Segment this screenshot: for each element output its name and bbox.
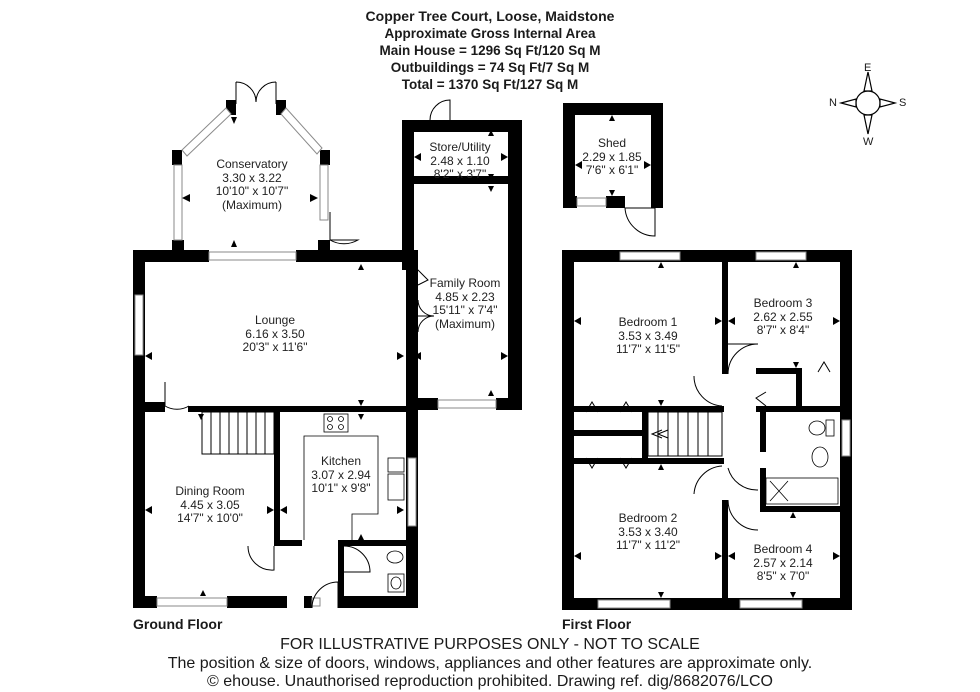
room-imperial: 7'6" x 6'1": [585, 163, 639, 177]
compass-icon: [838, 71, 898, 135]
room-name: Kitchen: [320, 454, 362, 468]
compass-south: S: [899, 97, 907, 109]
first-floor-label: First Floor: [562, 616, 632, 632]
room-name: Store/Utility: [429, 140, 491, 154]
room-label-bedroom-4: Bedroom 4 2.57 x 2.14 8'5" x 7'0": [753, 542, 813, 584]
room-name: Bedroom 1: [618, 315, 678, 329]
room-metric: 4.85 x 2.23: [435, 289, 495, 304]
disclaimer-note: The position & size of doors, windows, a…: [167, 655, 813, 672]
room-label-conservatory: Conservatory 3.30 x 3.22 10'10" x 10'7" …: [215, 157, 289, 212]
room-imperial: 10'1" x 9'8": [311, 481, 371, 495]
room-name: Bedroom 4: [753, 542, 813, 556]
room-note: (Maximum): [222, 197, 282, 212]
room-imperial: 10'10" x 10'7": [215, 184, 289, 198]
room-note: (Maximum): [435, 316, 495, 331]
room-metric: 6.16 x 3.50: [245, 326, 305, 341]
disclaimer-heading: FOR ILLUSTRATIVE PURPOSES ONLY - NOT TO …: [280, 636, 700, 653]
room-name: Family Room: [429, 276, 501, 290]
room-metric: 3.53 x 3.40: [618, 524, 678, 539]
room-label-family-room: Family Room 4.85 x 2.23 15'11" x 7'4" (M…: [429, 276, 501, 331]
room-metric: 3.07 x 2.94: [311, 467, 371, 482]
room-label-shed: Shed 2.29 x 1.85 7'6" x 6'1": [582, 136, 642, 178]
room-imperial: 11'7" x 11'2": [615, 538, 681, 552]
room-imperial: 15'11" x 7'4": [432, 303, 498, 317]
property-title: Copper Tree Court, Loose, Maidstone: [365, 8, 615, 24]
room-metric: 2.29 x 1.85: [582, 149, 642, 164]
main-house-area: Main House = 1296 Sq Ft/120 Sq M: [379, 43, 601, 58]
room-label-dining-room: Dining Room 4.45 x 3.05 14'7" x 10'0": [175, 484, 245, 526]
plan-header: Copper Tree Court, Loose, Maidstone Appr…: [0, 8, 980, 93]
room-label-lounge: Lounge 6.16 x 3.50 20'3" x 11'6": [242, 313, 308, 355]
total-area: Total = 1370 Sq Ft/127 Sq M: [401, 77, 579, 92]
room-metric: 4.45 x 3.05: [180, 497, 240, 512]
room-metric: 3.53 x 3.49: [618, 328, 678, 343]
room-metric: 2.57 x 2.14: [753, 555, 813, 570]
room-imperial: 8'7" x 8'4": [756, 323, 810, 337]
room-label-bedroom-2: Bedroom 2 3.53 x 3.40 11'7" x 11'2": [615, 511, 681, 553]
room-metric: 2.48 x 1.10: [430, 153, 490, 168]
room-label-bedroom-3: Bedroom 3 2.62 x 2.55 8'7" x 8'4": [753, 296, 813, 338]
room-label-kitchen: Kitchen 3.07 x 2.94 10'1" x 9'8": [311, 454, 371, 496]
room-imperial: 20'3" x 11'6": [242, 340, 308, 354]
room-label-store-utility: Store/Utility 2.48 x 1.10 8'2" x 3'7": [429, 140, 491, 182]
room-imperial: 11'7" x 11'5": [615, 342, 681, 356]
room-metric: 3.30 x 3.22: [222, 170, 282, 185]
room-name: Conservatory: [216, 157, 288, 171]
room-name: Shed: [597, 136, 627, 150]
outbuildings-area: Outbuildings = 74 Sq Ft/7 Sq M: [390, 60, 590, 75]
room-name: Bedroom 3: [753, 296, 813, 310]
ground-floor-label: Ground Floor: [133, 616, 223, 632]
room-name: Bedroom 2: [618, 511, 678, 525]
room-name: Lounge: [254, 313, 296, 327]
room-name: Dining Room: [175, 484, 245, 498]
room-imperial: 14'7" x 10'0": [177, 511, 243, 525]
room-imperial: 8'5" x 7'0": [756, 569, 810, 583]
room-label-bedroom-1: Bedroom 1 3.53 x 3.49 11'7" x 11'5": [615, 315, 681, 357]
compass-north: N: [829, 97, 837, 109]
copyright-note: © ehouse. Unauthorised reproduction proh…: [207, 673, 773, 690]
compass-east: E: [864, 62, 872, 74]
room-metric: 2.62 x 2.55: [753, 309, 813, 324]
area-subtitle: Approximate Gross Internal Area: [384, 26, 596, 41]
room-imperial: 8'2" x 3'7": [433, 167, 487, 181]
compass-west: W: [863, 136, 874, 148]
